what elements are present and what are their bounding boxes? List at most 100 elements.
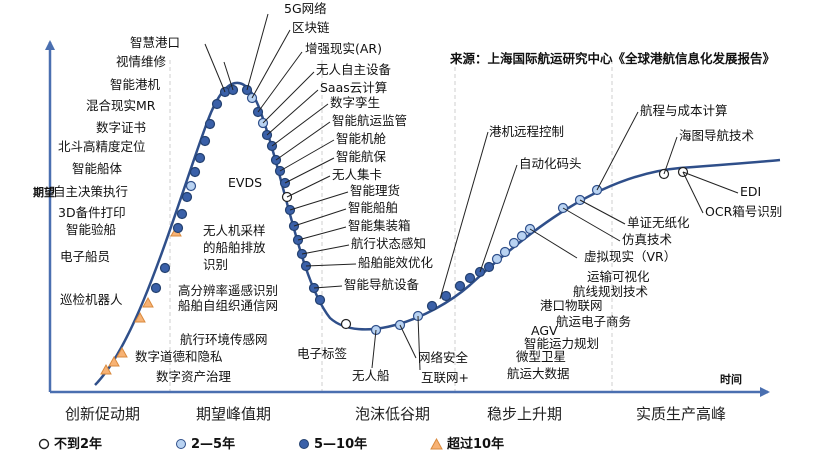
- tech-label: 电子标签: [297, 346, 348, 361]
- leader-line: [279, 139, 335, 172]
- dark-blue-marker: [464, 272, 476, 284]
- tech-label: 无人船: [352, 368, 390, 383]
- legend-item: 2—5年: [175, 433, 235, 452]
- tech-label: 港口物联网: [540, 298, 603, 313]
- dark-blue-marker: [440, 290, 452, 302]
- leader-line: [262, 71, 315, 124]
- legend-item: 不到2年: [38, 433, 102, 452]
- legend-dark-blue-circle-icon: [299, 439, 309, 449]
- tech-label: 智能导航设备: [344, 277, 420, 292]
- leader-line: [371, 329, 377, 369]
- tech-label: 智能理货: [350, 183, 401, 198]
- leader-line: [596, 111, 639, 191]
- light-blue-marker: [491, 253, 503, 265]
- tech-label: 自主决策执行: [53, 184, 129, 199]
- tech-label: 增强现实(AR): [305, 41, 382, 56]
- legend-label: 不到2年: [54, 437, 103, 452]
- tech-label: 单证无纸化: [627, 215, 690, 230]
- tech-label: OCR箱号识别: [705, 204, 783, 219]
- legend-item: 超过10年: [430, 433, 504, 452]
- tech-label: 无人集卡: [332, 167, 383, 182]
- tech-label: AGV: [531, 323, 558, 338]
- tech-label: 北斗高精度定位: [58, 139, 146, 154]
- hype-curve: [94, 81, 781, 386]
- dark-blue-marker: [314, 294, 326, 306]
- tech-label: 电子船员: [60, 249, 111, 264]
- dark-blue-marker: [189, 166, 201, 178]
- leader-line: [286, 175, 331, 198]
- leader-line: [223, 61, 234, 91]
- tech-label: 数字孪生: [330, 95, 381, 110]
- legend-white-circle-icon: [38, 438, 50, 450]
- tech-label: 船舶自组织通信网: [178, 298, 279, 313]
- dark-blue-marker: [150, 282, 162, 294]
- leader-line: [399, 324, 417, 359]
- white-marker: [340, 318, 352, 330]
- phase-trough: 泡沫低谷期: [355, 405, 431, 423]
- leader-line: [257, 51, 303, 113]
- phase-innovation-trigger: 创新促动期: [65, 405, 141, 423]
- tech-label: 虚拟现实（VR）: [584, 249, 677, 264]
- tech-label: 自动化码头: [519, 156, 582, 171]
- tech-label: 仿真技术: [622, 232, 673, 247]
- legend-label: 5—10年: [314, 437, 368, 452]
- phase-slope: 稳步上升期: [487, 405, 563, 423]
- leader-line: [479, 164, 518, 273]
- dark-blue-marker: [199, 135, 211, 147]
- tech-label: 航运大数据: [507, 366, 570, 381]
- tech-label: 区块链: [292, 20, 330, 35]
- leader-line: [251, 29, 291, 99]
- dark-blue-marker: [176, 208, 188, 220]
- tech-label: 运输可视化: [587, 269, 650, 284]
- legend-item: 5—10年: [298, 433, 367, 452]
- leader-line: [275, 121, 331, 161]
- tech-label: 网络安全: [418, 350, 469, 365]
- y-axis-label: 期望: [33, 186, 55, 199]
- leader-line: [301, 244, 350, 255]
- tech-label: 港机远程控制: [489, 124, 565, 139]
- leader-line: [266, 89, 319, 136]
- leader-line: [297, 226, 347, 241]
- triangle-marker: [116, 346, 128, 358]
- leader-line: [289, 191, 349, 211]
- dark-blue-marker: [204, 118, 216, 130]
- tech-label: 航程与成本计算: [640, 103, 728, 118]
- light-blue-marker: [516, 230, 528, 242]
- dark-blue-marker: [483, 261, 495, 273]
- x-axis-label: 时间: [720, 373, 742, 386]
- dark-blue-marker: [454, 280, 466, 292]
- legend-label: 2—5年: [191, 437, 236, 452]
- tech-label: 航运电子商务: [556, 314, 632, 329]
- tech-label: 航行环境传感网: [180, 332, 268, 347]
- leader-line: [284, 157, 335, 184]
- tech-label: 巡检机器人: [60, 292, 123, 307]
- leader-line: [204, 43, 226, 93]
- tech-label: 智能船舶: [348, 200, 399, 215]
- leader-line: [682, 171, 739, 194]
- triangle-marker: [142, 296, 154, 308]
- tech-label: 无人自主设备: [316, 62, 392, 77]
- leader-line: [305, 263, 357, 267]
- tech-label: EVDS: [228, 175, 263, 190]
- tech-label: 智能机舱: [336, 131, 387, 146]
- leader-line: [579, 199, 626, 225]
- triangle-marker: [134, 311, 146, 323]
- light-blue-marker: [185, 180, 197, 192]
- dark-blue-marker: [172, 222, 184, 234]
- tech-label: 视情维修: [116, 54, 167, 69]
- leader-line: [562, 207, 621, 242]
- tech-label: 3D备件打印: [58, 205, 126, 220]
- leader-line: [529, 228, 578, 259]
- tech-label: 海图导航技术: [679, 128, 755, 143]
- tech-label: 智能船体: [72, 161, 123, 176]
- tech-label: 航线规划技术: [573, 284, 649, 299]
- triangle-marker: [108, 355, 120, 367]
- leader-line: [663, 136, 678, 175]
- leader-line: [293, 208, 347, 227]
- tech-label: 智能航运监管: [332, 113, 408, 128]
- legend-light-blue-circle-icon: [176, 439, 186, 449]
- tech-label: 互联网+: [421, 370, 469, 385]
- tech-label: 5G网络: [284, 1, 327, 16]
- phase-dividers: [169, 60, 613, 392]
- light-blue-marker: [499, 246, 511, 258]
